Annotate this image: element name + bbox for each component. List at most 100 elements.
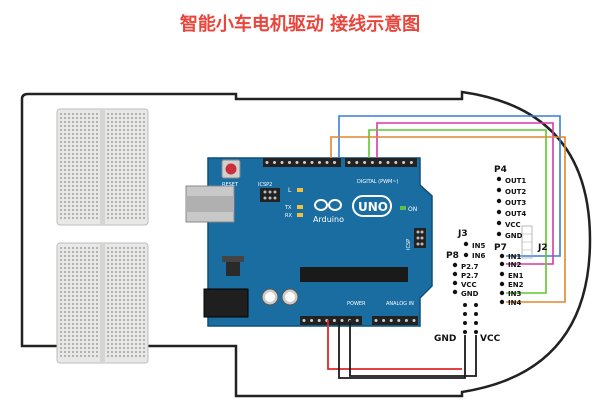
breadboard-hole — [127, 197, 129, 199]
breadboard-hole — [135, 169, 137, 171]
breadboard-hole — [96, 327, 98, 329]
breadboard-hole — [84, 213, 86, 215]
breadboard-hole — [135, 291, 137, 293]
breadboard-hole — [72, 295, 74, 297]
breadboard-hole — [143, 217, 145, 219]
breadboard-hole — [80, 177, 82, 179]
breadboard-hole — [127, 327, 129, 329]
breadboard-hole — [68, 351, 70, 353]
breadboard-hole — [88, 263, 90, 265]
driver-pin — [452, 289, 458, 295]
breadboard-hole — [139, 251, 141, 253]
breadboard-hole — [143, 355, 145, 357]
breadboard-hole — [143, 295, 145, 297]
breadboard-hole — [143, 205, 145, 207]
breadboard-hole — [80, 173, 82, 175]
breadboard-hole — [60, 141, 62, 143]
breadboard-hole — [84, 343, 86, 345]
breadboard-hole — [92, 157, 94, 159]
driver-pin — [496, 176, 502, 182]
driver-pin — [463, 241, 469, 247]
breadboard-hole — [107, 137, 109, 139]
digital-label: DIGITAL (PWM~) — [357, 179, 399, 185]
breadboard-hole — [127, 177, 129, 179]
header-pin — [310, 319, 314, 322]
breadboard-hole — [115, 165, 117, 167]
led-tx-label: TX — [284, 205, 292, 211]
breadboard-hole — [107, 275, 109, 277]
breadboard-hole — [111, 323, 113, 325]
breadboard-hole — [123, 331, 125, 333]
breadboard-hole — [80, 145, 82, 147]
breadboard-hole — [115, 247, 117, 249]
wire-red — [327, 320, 462, 370]
breadboard-hole — [76, 193, 78, 195]
breadboard-hole — [127, 267, 129, 269]
breadboard-hole — [143, 193, 145, 195]
breadboard-hole — [76, 197, 78, 199]
breadboard-hole — [135, 137, 137, 139]
breadboard-hole — [111, 193, 113, 195]
en1-label: EN1 — [508, 272, 524, 280]
breadboard-hole — [84, 339, 86, 341]
breadboard-hole — [68, 323, 70, 325]
breadboard-hole — [107, 201, 109, 203]
breadboard-hole — [60, 283, 62, 285]
breadboard-hole — [131, 117, 133, 119]
driver-pin — [463, 303, 467, 307]
driver-pin — [499, 281, 505, 287]
breadboard-hole — [96, 213, 98, 215]
breadboard-hole — [92, 217, 94, 219]
breadboard-hole — [111, 213, 113, 215]
breadboard-hole — [80, 209, 82, 211]
breadboard-hole — [131, 311, 133, 313]
breadboard-hole — [119, 259, 121, 261]
wire-black-gnd — [338, 320, 466, 379]
breadboard-hole — [60, 327, 62, 329]
breadboard-hole — [72, 129, 74, 131]
breadboard-hole — [123, 141, 125, 143]
breadboard-hole — [123, 153, 125, 155]
breadboard-hole — [143, 213, 145, 215]
breadboard-hole — [115, 169, 117, 171]
breadboard-hole — [119, 343, 121, 345]
breadboard-hole — [139, 347, 141, 349]
p8-label: P8 — [446, 251, 459, 261]
breadboard-hole — [135, 201, 137, 203]
breadboard-hole — [72, 193, 74, 195]
breadboard-hole — [127, 323, 129, 325]
breadboard-hole — [92, 213, 94, 215]
in4-label: IN4 — [508, 299, 521, 307]
wire-blue — [338, 115, 561, 257]
breadboard-hole — [84, 121, 86, 123]
breadboard-hole — [119, 355, 121, 357]
breadboard-hole — [119, 181, 121, 183]
breadboard-hole — [131, 355, 133, 357]
breadboard-hole — [88, 113, 90, 115]
breadboard-hole — [123, 291, 125, 293]
breadboard-hole — [119, 145, 121, 147]
breadboard-hole — [143, 117, 145, 119]
breadboard-hole — [135, 303, 137, 305]
breadboard-hole — [123, 299, 125, 301]
breadboard-hole — [96, 347, 98, 349]
breadboard-hole — [84, 137, 86, 139]
breadboard-hole — [123, 169, 125, 171]
breadboard-hole — [64, 137, 66, 139]
breadboard-hole — [76, 149, 78, 151]
driver-pin — [496, 198, 502, 204]
breadboard-hole — [123, 263, 125, 265]
breadboard-hole — [143, 177, 145, 179]
breadboard-hole — [115, 133, 117, 135]
breadboard-hole — [80, 137, 82, 139]
breadboard-hole — [135, 335, 137, 337]
breadboard-hole — [72, 125, 74, 127]
out4-label: OUT4 — [505, 210, 526, 218]
breadboard-hole — [60, 267, 62, 269]
breadboard-hole — [80, 335, 82, 337]
breadboard-hole — [60, 263, 62, 265]
breadboard-hole — [64, 121, 66, 123]
header-pin — [273, 161, 276, 164]
breadboard-hole — [139, 177, 141, 179]
breadboard-hole — [60, 323, 62, 325]
